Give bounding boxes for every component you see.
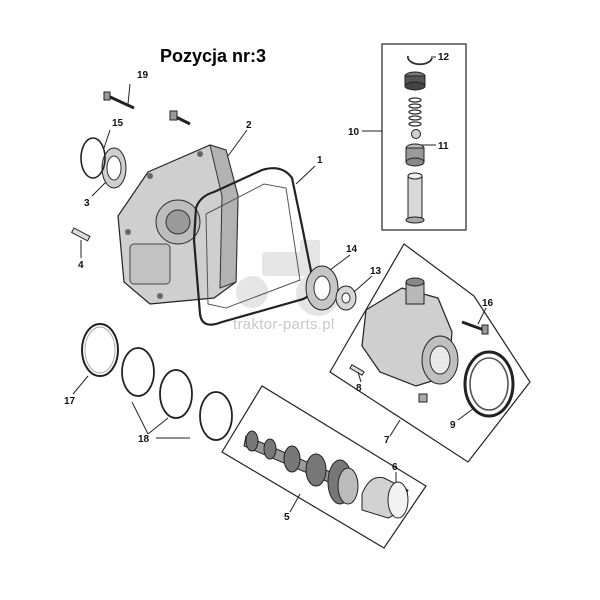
diagram-title: Pozycja nr:3 bbox=[160, 46, 267, 66]
gear-14 bbox=[305, 265, 339, 311]
callout-12: 12 bbox=[438, 52, 450, 63]
rings-18 bbox=[121, 347, 233, 441]
callout-9: 9 bbox=[450, 420, 456, 431]
callout-19: 19 bbox=[137, 70, 149, 81]
callout-4: 4 bbox=[78, 260, 84, 271]
callout-10: 10 bbox=[348, 127, 360, 138]
callout-6: 6 bbox=[392, 462, 398, 473]
washer-13 bbox=[335, 285, 357, 311]
callout-1: 1 bbox=[317, 155, 323, 166]
callout-5: 5 bbox=[284, 512, 290, 523]
callout-11: 11 bbox=[438, 141, 449, 152]
watermark-text: traktor-parts.pl bbox=[233, 316, 335, 333]
pin-part bbox=[70, 227, 91, 242]
ring-17 bbox=[81, 323, 119, 377]
callout-17: 17 bbox=[64, 396, 76, 407]
ball-part bbox=[411, 129, 421, 139]
callout-2: 2 bbox=[246, 120, 252, 131]
leader-lines bbox=[72, 83, 487, 513]
bearing-part bbox=[80, 137, 127, 189]
callout-13: 13 bbox=[370, 266, 382, 277]
callout-7: 7 bbox=[384, 435, 390, 446]
circlip-12 bbox=[407, 55, 433, 66]
valve-assembly-box bbox=[362, 43, 467, 231]
bolt-16 bbox=[461, 320, 489, 335]
callout-15: 15 bbox=[112, 118, 124, 129]
callout-14: 14 bbox=[346, 244, 358, 255]
shaft-assembly-box bbox=[221, 385, 427, 549]
tractor-watermark-icon bbox=[236, 240, 340, 316]
main-housing-part bbox=[117, 144, 239, 305]
callout-8: 8 bbox=[356, 383, 362, 394]
callout-18: 18 bbox=[138, 434, 150, 445]
bolt-part bbox=[169, 110, 191, 126]
bolt-19 bbox=[103, 91, 135, 110]
callout-3: 3 bbox=[84, 198, 90, 209]
cover-assembly-box bbox=[329, 243, 531, 463]
callout-16: 16 bbox=[482, 298, 494, 309]
spring-part bbox=[408, 97, 422, 127]
snap-ring-15 bbox=[80, 137, 106, 179]
